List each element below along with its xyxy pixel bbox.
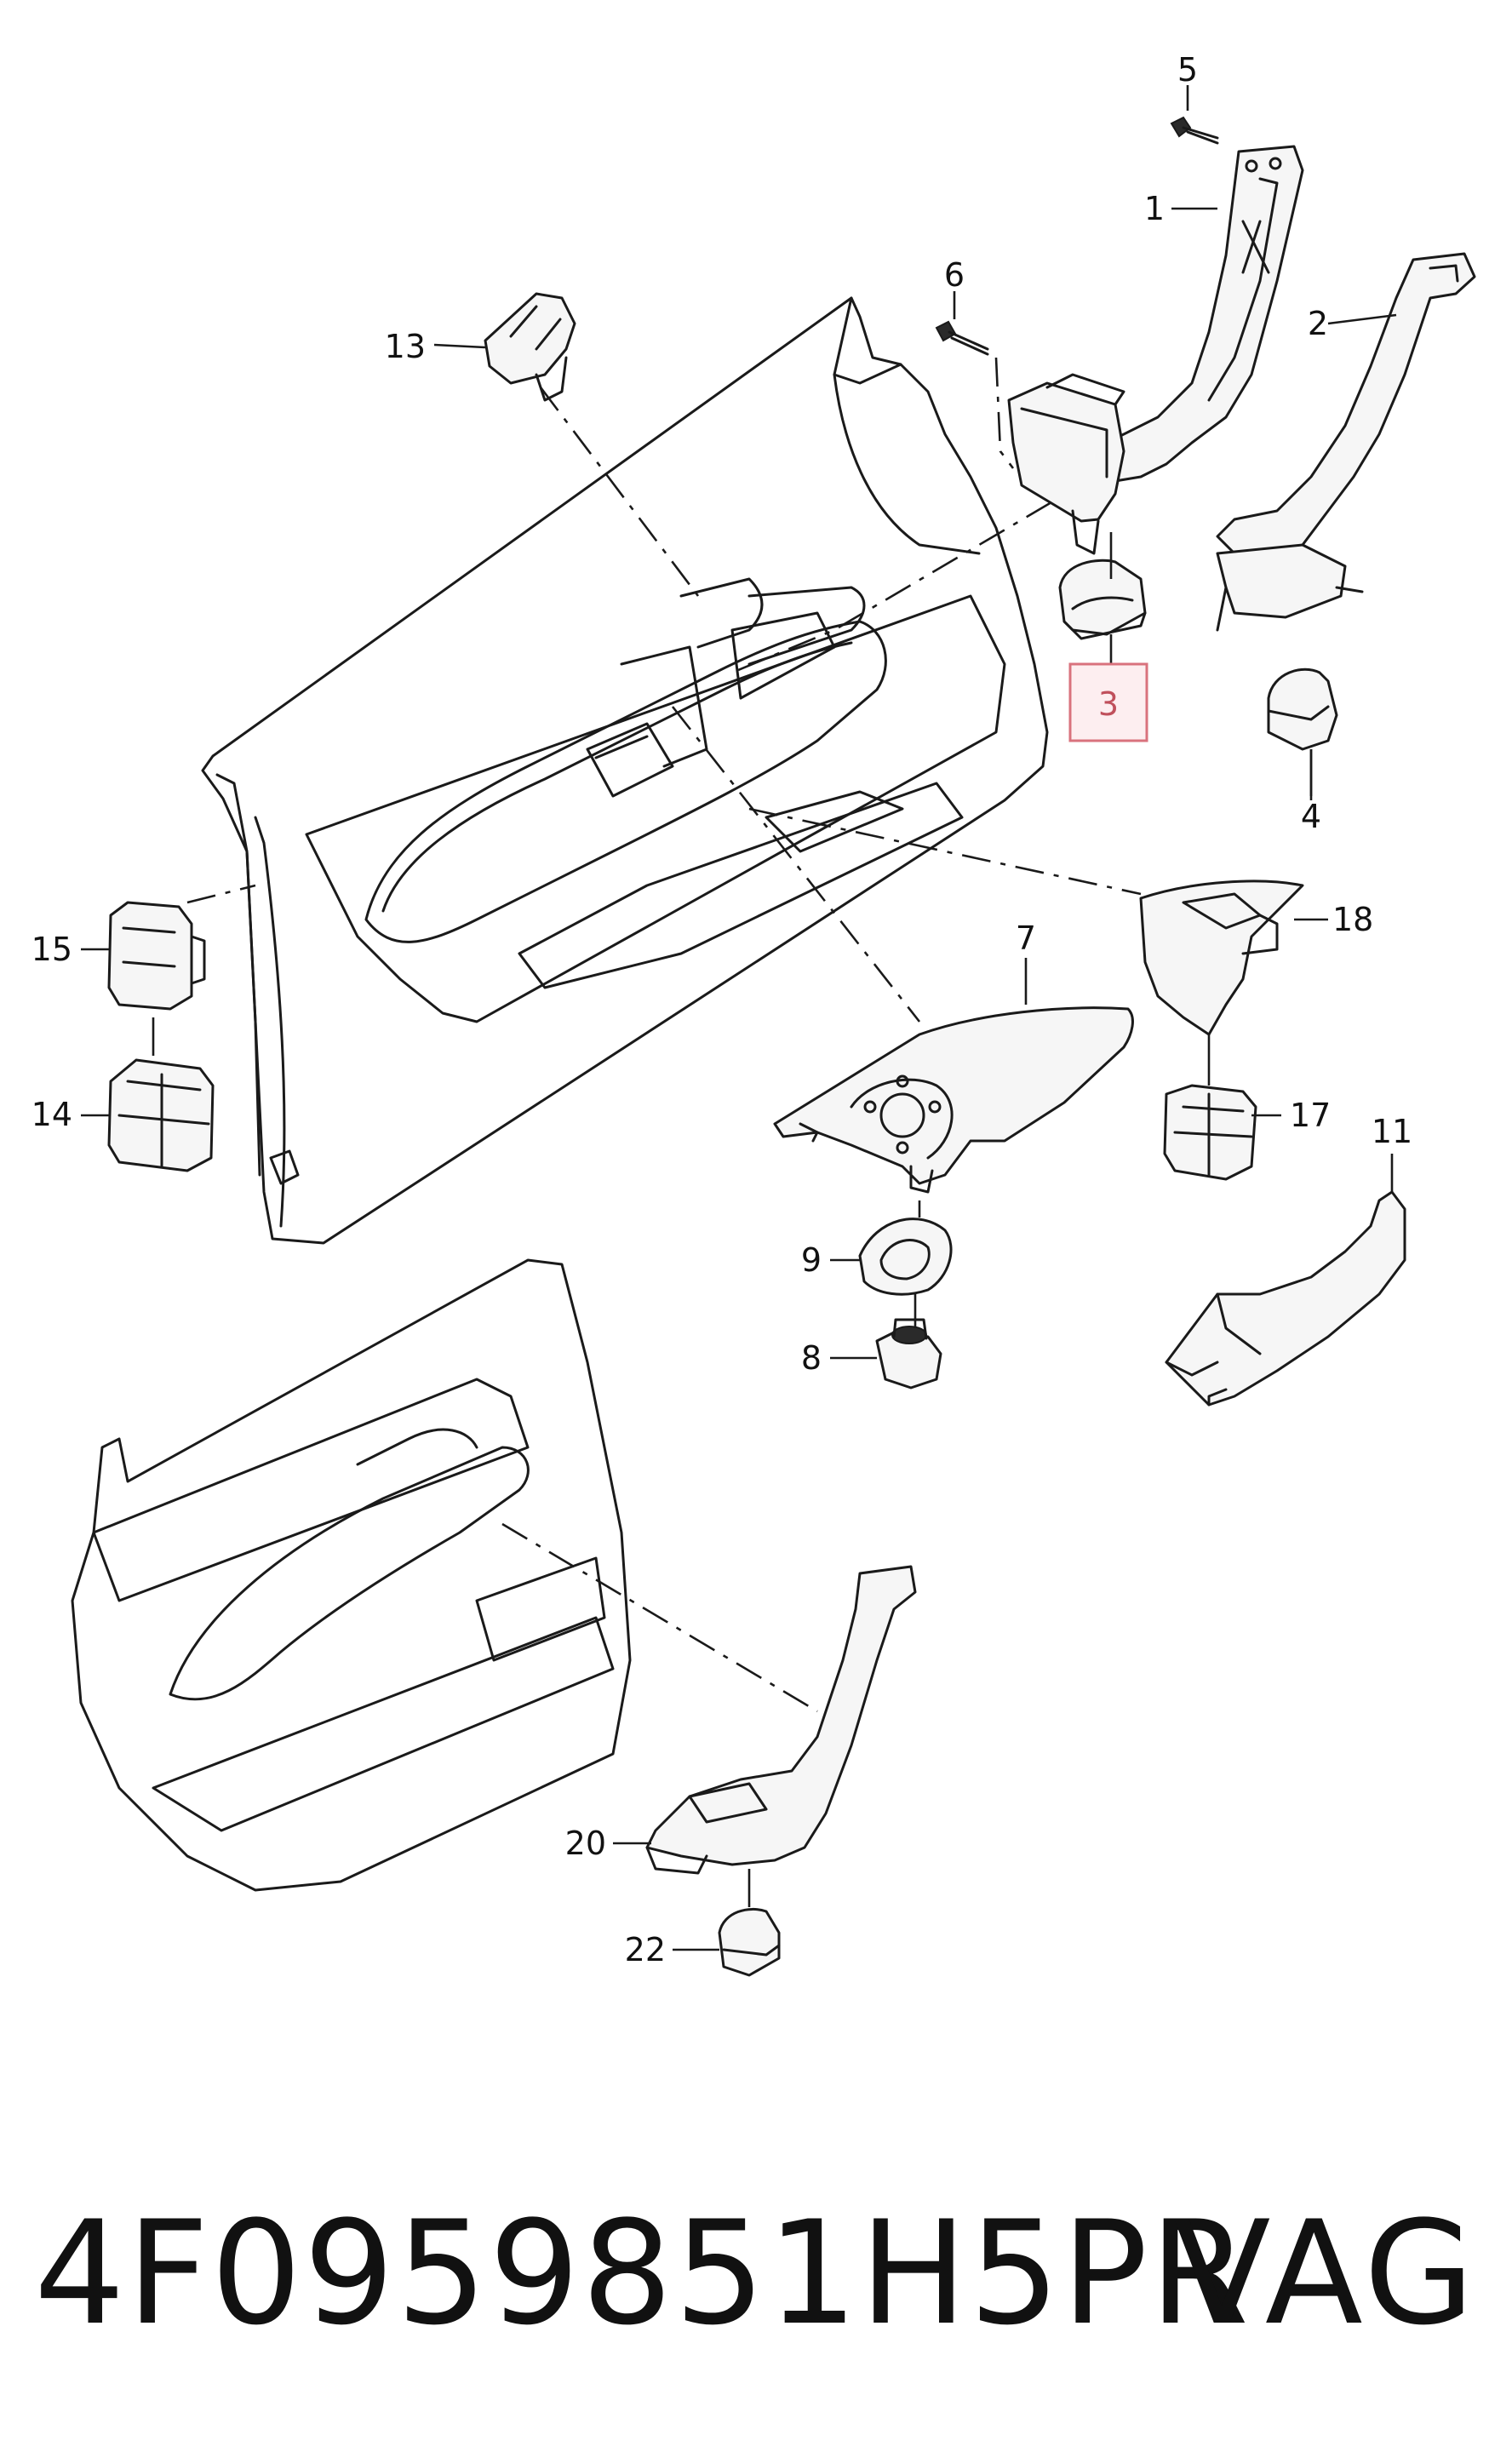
part-11-rear-armrest xyxy=(1165,1190,1406,1407)
callout-17: 17 xyxy=(1290,1097,1331,1134)
part-7-armrest-trim xyxy=(773,1006,1134,1194)
callout-4: 4 xyxy=(1301,798,1321,835)
callout-leaders xyxy=(81,85,1397,1951)
brand-label: VAG xyxy=(1172,2190,1478,2357)
callout-7: 7 xyxy=(1016,920,1036,957)
part-2-trim-handle xyxy=(1216,252,1476,632)
callout-1: 1 xyxy=(1144,190,1165,227)
part-14-switch-block xyxy=(107,1058,215,1172)
callout-20: 20 xyxy=(565,1825,606,1862)
callout-22: 22 xyxy=(625,1931,666,1968)
part-9-bezel xyxy=(858,1218,953,1296)
callout-15: 15 xyxy=(32,931,72,968)
part-number: 4F0959851H5PR xyxy=(34,2190,1251,2357)
callout-11: 11 xyxy=(1372,1113,1412,1150)
callout-18: 18 xyxy=(1332,901,1373,938)
part-15-switch xyxy=(107,901,206,1011)
part-4-switch xyxy=(1267,667,1338,751)
callout-14: 14 xyxy=(32,1096,72,1133)
part-6-screw xyxy=(935,320,989,356)
part-3-switch xyxy=(1058,559,1147,640)
part-1-bracket xyxy=(1088,145,1304,483)
callout-8: 8 xyxy=(801,1339,822,1377)
part-17-switch-block xyxy=(1163,1084,1257,1181)
highlight-box-3 xyxy=(1068,662,1148,742)
rear-door-panel xyxy=(71,1258,632,1892)
callout-2: 2 xyxy=(1308,305,1328,342)
callout-5: 5 xyxy=(1177,51,1198,89)
part-5-screw xyxy=(1170,116,1219,145)
footer: 4F0959851H5PR VAG xyxy=(0,2188,1512,2358)
part-13-switch xyxy=(484,292,576,402)
callout-9: 9 xyxy=(801,1241,822,1279)
callout-labels: 5 1 2 6 3 4 13 15 14 7 9 8 18 17 11 20 2… xyxy=(32,51,1413,1968)
switch-housing xyxy=(1007,373,1125,555)
part-20-handle-trim xyxy=(645,1565,917,1875)
callout-3: 3 xyxy=(1098,685,1119,723)
part-18-cap xyxy=(1139,879,1304,1036)
front-door-panel xyxy=(201,296,1049,1245)
callout-6: 6 xyxy=(944,256,965,294)
part-8-knob-switch xyxy=(875,1318,942,1389)
callout-13: 13 xyxy=(385,328,426,365)
part-22-switch xyxy=(718,1907,781,1977)
